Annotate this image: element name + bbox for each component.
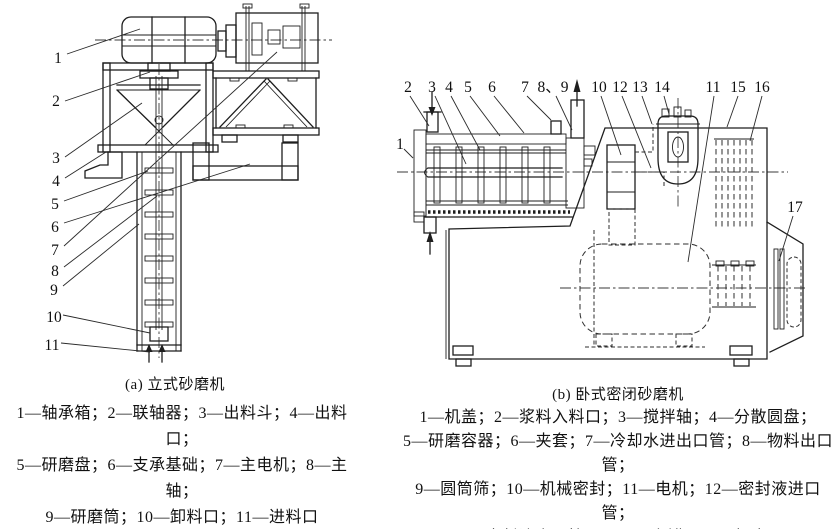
part-label-b16: 16	[754, 79, 770, 96]
part-label-b3: 3	[428, 79, 436, 96]
mill-cover	[413, 129, 427, 223]
part-labels-b: 1 2 3 4 5 6 7 8、9 10 12 13 14 11 15 16 1…	[396, 79, 803, 216]
part-label-a9: 9	[50, 282, 58, 299]
cooling-water-pipe	[550, 120, 562, 135]
part-label-b4: 4	[445, 79, 453, 96]
diagram-vertical-sand-mill: 1 2 3 4 5 6 7 8 9 10 11	[45, 3, 332, 363]
bottom-feed-pipe	[423, 216, 437, 255]
part-label-b1: 1	[396, 136, 404, 153]
part-label-a6: 6	[51, 219, 59, 236]
center-lines-a	[95, 39, 332, 358]
part-label-a11: 11	[45, 337, 60, 354]
part-label-a8: 8	[51, 263, 59, 280]
outlet-pipe	[565, 79, 596, 209]
part-label-b10: 10	[591, 79, 607, 96]
part-label-b5: 5	[464, 79, 472, 96]
main-motor	[235, 3, 319, 71]
part-label-b15: 15	[730, 79, 746, 96]
machine-base	[445, 127, 768, 367]
part-labels-a: 1 2 3 4 5 6 7 8 9 10 11	[45, 50, 62, 354]
legend-b-line-2: 5—研磨容器；6—夹套；7—冷却水进出口管；8—物料出口管；	[402, 433, 831, 474]
hydraulic-coupling	[766, 221, 804, 353]
caption-panel-b: (b) 卧式密闭砂磨机	[552, 387, 684, 403]
part-label-a4: 4	[52, 173, 60, 190]
agitator-shaft-discs	[424, 146, 563, 204]
support-foundation	[192, 70, 320, 181]
center-lines-b	[397, 98, 808, 289]
part-label-b12: 12	[612, 79, 628, 96]
shaft-coupling	[217, 24, 237, 58]
leader-lines-a	[60, 28, 278, 353]
part-label-b2: 2	[404, 79, 412, 96]
part-label-b6: 6	[488, 79, 496, 96]
legend-b-line-1: 1—机盖；2—浆料入料口；3—搅拌轴；4—分散圆盘；	[419, 409, 817, 426]
diagram-horizontal-sand-mill: 1 2 3 4 5 6 7 8、9 10 12 13 14 11 15 16 1…	[396, 79, 808, 367]
legend-a-line-2: 5—研磨盘；6—支承基础；7—主电机；8—主轴；	[16, 457, 348, 500]
legend-a-line-3: 9—研磨筒；10—卸料口；11—进料口	[45, 509, 319, 526]
part-label-b13: 13	[632, 79, 648, 96]
part-label-a2: 2	[52, 93, 60, 110]
part-label-a1: 1	[54, 50, 62, 67]
motor	[579, 230, 711, 348]
part-label-a3: 3	[52, 150, 60, 167]
part-label-b11: 11	[706, 79, 721, 96]
feed-inlet-arrows	[145, 344, 166, 363]
slurry-inlet-pipe	[423, 91, 442, 133]
legend-panel-a: 1—轴承箱；2—联轴器；3—出料斗；4—出料口； 5—研磨盘；6—支承基础；7—…	[8, 401, 356, 529]
part-label-b17: 17	[787, 199, 803, 216]
discharge-outlet-chute	[84, 151, 123, 179]
belt-pulley	[714, 138, 754, 230]
motor-pulley	[712, 260, 756, 308]
part-label-b7: 7	[521, 79, 529, 96]
part-label-a7: 7	[51, 242, 59, 259]
legend-a-line-1: 1—轴承箱；2—联轴器；3—出料斗；4—出料口；	[16, 405, 348, 448]
pressure-tank	[656, 106, 700, 185]
part-label-b8-9: 8、9	[537, 79, 568, 96]
part-label-b14: 14	[654, 79, 670, 96]
part-label-a10: 10	[46, 309, 62, 326]
leader-lines-b	[403, 95, 794, 263]
grinding-discs	[144, 167, 174, 328]
discharge-hopper-box	[97, 62, 219, 153]
caption-panel-a: (a) 立式砂磨机	[125, 377, 225, 393]
legend-b-line-3: 9—圆筒筛；10—机械密封；11—电机；12—密封液进口管；	[415, 481, 821, 522]
part-label-a5: 5	[51, 196, 59, 213]
legend-panel-b: 1—机盖；2—浆料入料口；3—搅拌轴；4—分散圆盘； 5—研磨容器；6—夹套；7…	[400, 406, 831, 529]
mechanical-seal-unit	[606, 124, 665, 246]
